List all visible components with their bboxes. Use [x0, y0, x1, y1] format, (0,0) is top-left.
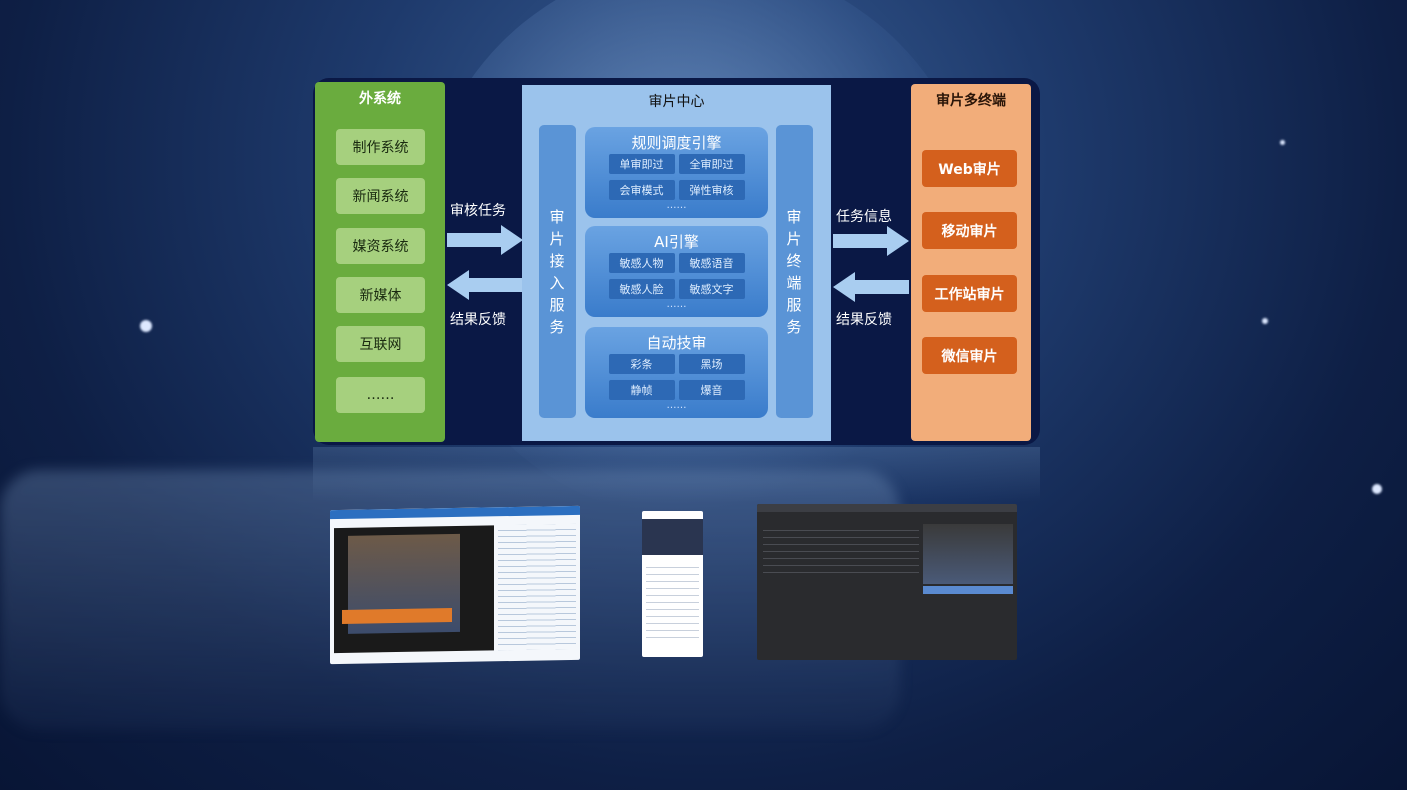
arrow-right-icon [447, 225, 523, 255]
terminal-service-label: 审片终端服务 [786, 207, 802, 336]
access-service: 审片接入服务 [539, 125, 576, 418]
more-dots: …… [666, 299, 687, 310]
access-service-label: 审片接入服务 [549, 207, 565, 336]
external-item: …… [336, 377, 425, 413]
external-item: 新媒体 [336, 277, 425, 313]
module-chip: 敏感人脸 [608, 279, 675, 299]
terminals-column: 审片多终端 Web审片 移动审片 工作站审片 微信审片 [911, 84, 1031, 441]
more-dots: …… [666, 200, 687, 211]
module-title: 规则调度引擎 [631, 134, 722, 152]
module-chip: 敏感人物 [608, 253, 675, 273]
more-dots: …… [666, 400, 687, 411]
arrow-right-icon [833, 226, 909, 256]
module-chip: 敏感语音 [678, 253, 745, 273]
flow-label-result: 结果反馈 [836, 312, 892, 328]
diagram-reflection [313, 447, 1040, 502]
terminals-title: 审片多终端 [936, 93, 1006, 109]
module-chip: 全审即过 [678, 154, 745, 174]
auto-tech-review-module: 自动技审 彩条 黑场 静帧 爆音 …… [585, 327, 768, 418]
star [140, 320, 152, 332]
module-title: AI引擎 [654, 233, 699, 251]
module-chip: 彩条 [608, 354, 675, 374]
module-chip: 会审模式 [608, 180, 675, 200]
terminal-service: 审片终端服务 [776, 125, 813, 418]
workstation-review-screenshot [757, 504, 1017, 660]
star [1262, 318, 1268, 324]
terminal-item: 移动审片 [922, 212, 1017, 249]
module-chip: 黑场 [678, 354, 745, 374]
flow-label-feedback: 结果反馈 [450, 312, 506, 328]
external-item: 媒资系统 [336, 228, 425, 264]
ai-engine-module: AI引擎 敏感人物 敏感语音 敏感人脸 敏感文字 …… [585, 226, 768, 317]
arrow-left-icon [833, 272, 909, 302]
module-chip: 静帧 [608, 380, 675, 400]
module-chip: 敏感文字 [678, 279, 745, 299]
terminal-item: 工作站审片 [922, 275, 1017, 312]
module-chip: 单审即过 [608, 154, 675, 174]
external-systems-column: 外系统 制作系统 新闻系统 媒资系统 新媒体 互联网 …… [315, 82, 445, 442]
star [1280, 140, 1285, 145]
module-chip: 爆音 [678, 380, 745, 400]
arrow-left-icon [447, 270, 523, 300]
star [1372, 484, 1382, 494]
flow-label-task-info: 任务信息 [836, 209, 892, 225]
flow-label-task: 审核任务 [450, 203, 506, 219]
terminal-item: Web审片 [922, 150, 1017, 187]
module-chip: 弹性审核 [678, 180, 745, 200]
review-center: 审片中心 审片接入服务 审片终端服务 规则调度引擎 单审即过 全审即过 会审模式… [522, 85, 831, 441]
center-title: 审片中心 [648, 94, 705, 110]
terminal-item: 微信审片 [922, 337, 1017, 374]
external-item: 互联网 [336, 326, 425, 362]
web-review-screenshot [330, 505, 580, 665]
external-item: 制作系统 [336, 129, 425, 165]
mobile-review-screenshot [642, 511, 703, 657]
rule-engine-module: 规则调度引擎 单审即过 全审即过 会审模式 弹性审核 …… [585, 127, 768, 218]
external-item: 新闻系统 [336, 178, 425, 214]
external-title: 外系统 [359, 91, 401, 107]
module-title: 自动技审 [646, 334, 707, 352]
